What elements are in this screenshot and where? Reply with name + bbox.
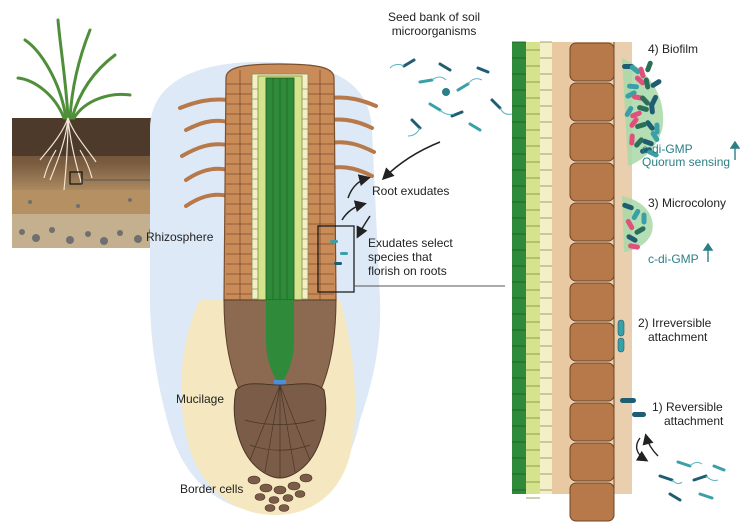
cortex-cell <box>570 363 614 401</box>
exudates-select-label: Exudates select species that florish on … <box>368 236 453 278</box>
quorum-sensing-label: Quorum sensing <box>642 155 730 169</box>
cortex-cell <box>570 43 614 81</box>
bacterium-cell <box>642 213 647 225</box>
rhizosphere-label: Rhizosphere <box>146 230 213 244</box>
bacterium-cell <box>629 133 635 145</box>
cortex-cell <box>570 83 614 121</box>
biofilm-label: 4) Biofilm <box>648 42 698 56</box>
reversible-line-1: 1) Reversible <box>652 400 723 414</box>
irreversible-line-1: 2) Irreversible <box>638 316 711 330</box>
zoomed-root-surface <box>512 42 632 521</box>
exudates-select-line-1: Exudates select <box>368 236 453 250</box>
bacterium-cell <box>645 60 654 73</box>
bacterium-cell <box>650 78 663 89</box>
reversible-label: 1) Reversible attachment <box>652 400 723 428</box>
cortex-cell <box>570 283 614 321</box>
reversible-line-2: attachment <box>652 414 723 428</box>
irreversible-line-2: attachment <box>638 330 711 344</box>
seed-bank-microbes <box>390 60 512 136</box>
cortex-cell <box>570 243 614 281</box>
seed-bank-line-1: Seed bank of soil <box>388 10 480 24</box>
exudates-select-line-3: florish on roots <box>368 264 453 278</box>
microcolony-label: 3) Microcolony <box>648 196 726 210</box>
seed-bank-label: Seed bank of soil microorganisms <box>388 10 480 38</box>
cortex-cell <box>570 483 614 521</box>
cdigmp-label-2: c-di-GMP <box>648 252 699 266</box>
irreversible-label: 2) Irreversible attachment <box>638 316 711 344</box>
cdigmp-label-1: c-di-GMP <box>642 142 693 156</box>
root-exudates-label: Root exudates <box>372 184 449 198</box>
cortex-cell <box>570 203 614 241</box>
mucilage-label: Mucilage <box>176 392 224 406</box>
cortex-cell <box>570 443 614 481</box>
exudates-select-line-2: species that <box>368 250 453 264</box>
cortex-cell <box>570 403 614 441</box>
cortex-cell <box>570 163 614 201</box>
seed-bank-line-2: microorganisms <box>388 24 480 38</box>
cortex-cell <box>570 323 614 361</box>
cortex-cell <box>570 123 614 161</box>
border-cells-label: Border cells <box>180 482 243 496</box>
